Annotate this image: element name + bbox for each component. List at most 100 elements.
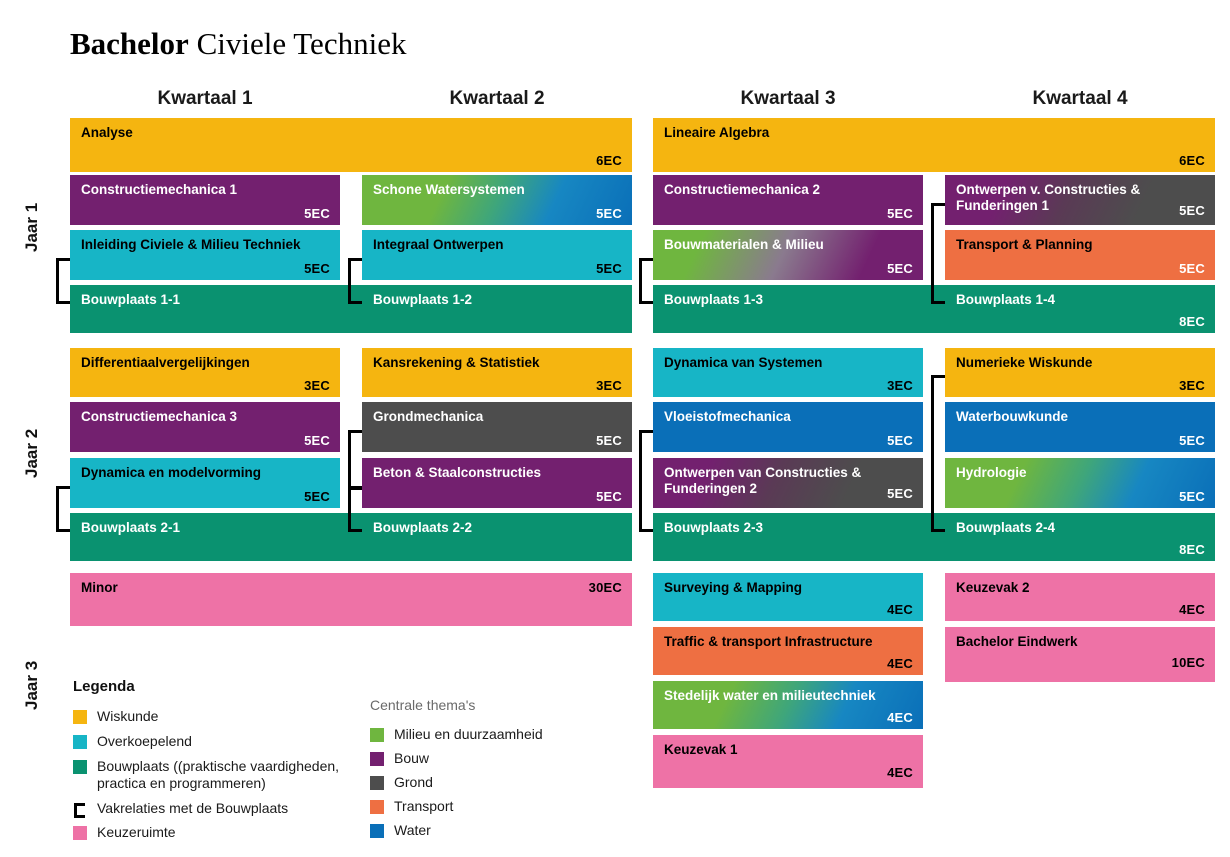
course-name: Numerieke Wiskunde [956,355,1093,370]
course-ec: 4EC [1179,602,1205,617]
course-ec: 3EC [887,378,913,393]
course-block-bouwplaats-1-2[interactable]: Bouwplaats 1-2 [340,285,632,333]
legend-swatch-keuzeruimte-icon [73,826,87,840]
page-title: Bachelor Civiele Techniek [70,24,406,64]
course-ec: 3EC [596,378,622,393]
course-block-transport-planning[interactable]: Transport & Planning 5EC [945,230,1215,280]
quarter-header-3: Kwartaal 3 [740,88,836,109]
course-block-constructiemechanica-1[interactable]: Constructiemechanica 1 5EC [70,175,340,225]
course-block-constructiemechanica-2[interactable]: Constructiemechanica 2 5EC [653,175,923,225]
course-ec: 5EC [304,206,330,221]
course-name: Keuzevak 1 [664,742,738,757]
course-block-waterbouwkunde[interactable]: Waterbouwkunde 5EC [945,402,1215,452]
course-block-traffic-transport-infrastructure[interactable]: Traffic & transport Infrastructure 4EC [653,627,923,675]
course-block-hydrologie[interactable]: Hydrologie 5EC [945,458,1215,508]
legend-label-cont: practica en programmeren) [97,775,266,791]
course-name: Constructiemechanica 2 [664,182,821,197]
course-ec: 5EC [596,433,622,448]
course-name: Bouwplaats 2-2 [373,520,473,535]
course-name: Bouwplaats 2-4 [956,520,1056,535]
bracket-mid-tick [351,486,362,490]
course-name: Minor [81,580,118,595]
relation-bracket-bouwplaats-2-2 [348,430,362,532]
course-name: Beton & Staalconstructies [373,465,542,480]
relation-bracket-bouwplaats-1-3 [639,258,653,304]
course-name: Ontwerpen van Constructies & Funderingen… [664,465,862,496]
course-block-inleiding-civiele-milieu-techniek[interactable]: Inleiding Civiele & Milieu Techniek 5EC [70,230,340,280]
course-block-surveying-mapping[interactable]: Surveying & Mapping 4EC [653,573,923,621]
course-block-constructiemechanica-3[interactable]: Constructiemechanica 3 5EC [70,402,340,452]
course-name: Traffic & transport Infrastructure [664,634,873,649]
course-name: Bachelor Eindwerk [956,634,1078,649]
relation-bracket-bouwplaats-1-2 [348,258,362,304]
course-block-differentiaalvergelijkingen[interactable]: Differentiaalvergelijkingen 3EC [70,348,340,397]
quarter-header-4: Kwartaal 4 [1032,88,1128,109]
course-block-keuzevak-2[interactable]: Keuzevak 2 4EC [945,573,1215,621]
course-block-analyse[interactable]: Analyse 6EC [70,118,632,172]
course-name: Dynamica en modelvorming [81,465,262,480]
themes-title: Centrale thema's [370,697,476,713]
legend-label: Bouwplaats ((praktische vaardigheden, [97,758,340,774]
course-block-stedelijk-water-milieutechniek[interactable]: Stedelijk water en milieutechniek 4EC [653,681,923,729]
theme-swatch-milieu-icon [370,728,384,742]
course-name: Surveying & Mapping [664,580,803,595]
course-block-bouwplaats-1-3[interactable]: Bouwplaats 1-3 [653,285,923,333]
relation-bracket-bouwplaats-1-4 [931,203,945,304]
course-block-bouwplaats-1-4[interactable]: Bouwplaats 1-4 8EC [923,285,1215,333]
course-block-bouwplaats-2-1[interactable]: Bouwplaats 2-1 [70,513,340,561]
course-block-kansrekening-statistiek[interactable]: Kansrekening & Statistiek 3EC [362,348,632,397]
course-block-lineaire-algebra[interactable]: Lineaire Algebra 6EC [653,118,1215,172]
course-block-vloeistofmechanica[interactable]: Vloeistofmechanica 5EC [653,402,923,452]
course-ec: 5EC [887,486,913,501]
relation-bracket-bouwplaats-1-1 [56,258,70,304]
course-ec: 6EC [1179,153,1205,168]
course-ec: 8EC [1179,314,1205,329]
course-block-bouwplaats-2-4[interactable]: Bouwplaats 2-4 8EC [923,513,1215,561]
course-block-beton-staalconstructies[interactable]: Beton & Staalconstructies 5EC [362,458,632,508]
course-name: Keuzevak 2 [956,580,1030,595]
course-block-bachelor-eindwerk[interactable]: Bachelor Eindwerk 10EC [945,627,1215,682]
course-block-bouwmaterialen-milieu[interactable]: Bouwmaterialen & Milieu 5EC [653,230,923,280]
theme-label: Bouw [394,750,430,766]
course-ec: 4EC [887,656,913,671]
course-name: Vloeistofmechanica [664,409,791,424]
legend-swatch-bracket-icon [73,802,87,818]
legend-label: Wiskunde [97,708,159,724]
relation-bracket-bouwplaats-2-4 [931,375,945,532]
course-name: Hydrologie [956,465,1027,480]
course-block-ontwerpen-constructies-funderingen-1[interactable]: Ontwerpen v. Constructies & Funderingen … [945,175,1215,225]
course-name: Schone Watersystemen [373,182,525,197]
course-block-numerieke-wiskunde[interactable]: Numerieke Wiskunde 3EC [945,348,1215,397]
course-block-dynamica-van-systemen[interactable]: Dynamica van Systemen 3EC [653,348,923,397]
course-block-integraal-ontwerpen[interactable]: Integraal Ontwerpen 5EC [362,230,632,280]
legend-item-wiskunde: Wiskunde [73,708,353,725]
theme-swatch-water-icon [370,824,384,838]
course-name: Waterbouwkunde [956,409,1069,424]
course-block-bouwplaats-1-1[interactable]: Bouwplaats 1-1 [70,285,340,333]
course-name: Bouwplaats 2-3 [664,520,764,535]
course-block-ontwerpen-constructies-funderingen-2[interactable]: Ontwerpen van Constructies & Funderingen… [653,458,923,508]
course-block-bouwplaats-2-3[interactable]: Bouwplaats 2-3 [653,513,923,561]
quarter-header-1: Kwartaal 1 [157,88,253,109]
course-block-keuzevak-1[interactable]: Keuzevak 1 4EC [653,735,923,788]
course-ec: 5EC [304,261,330,276]
theme-label: Water [394,822,431,838]
course-block-dynamica-en-modelvorming[interactable]: Dynamica en modelvorming 5EC [70,458,340,508]
theme-item-grond: Grond [370,774,620,791]
theme-item-bouw: Bouw [370,750,620,767]
theme-item-transport: Transport [370,798,620,815]
theme-item-water: Water [370,822,620,839]
course-ec: 8EC [1179,542,1205,557]
course-block-minor[interactable]: Minor 30EC [70,573,632,626]
course-name: Stedelijk water en milieutechniek [664,688,876,703]
page-title-strong: Bachelor [70,26,189,61]
course-block-grondmechanica[interactable]: Grondmechanica 5EC [362,402,632,452]
course-name: Bouwplaats 1-4 [956,292,1056,307]
course-block-schone-watersystemen[interactable]: Schone Watersystemen 5EC [362,175,632,225]
course-name: Constructiemechanica 3 [81,409,238,424]
course-ec: 4EC [887,602,913,617]
course-ec: 4EC [887,765,913,780]
course-block-bouwplaats-2-2[interactable]: Bouwplaats 2-2 [340,513,632,561]
course-ec: 5EC [596,206,622,221]
course-name: Analyse [81,125,133,140]
